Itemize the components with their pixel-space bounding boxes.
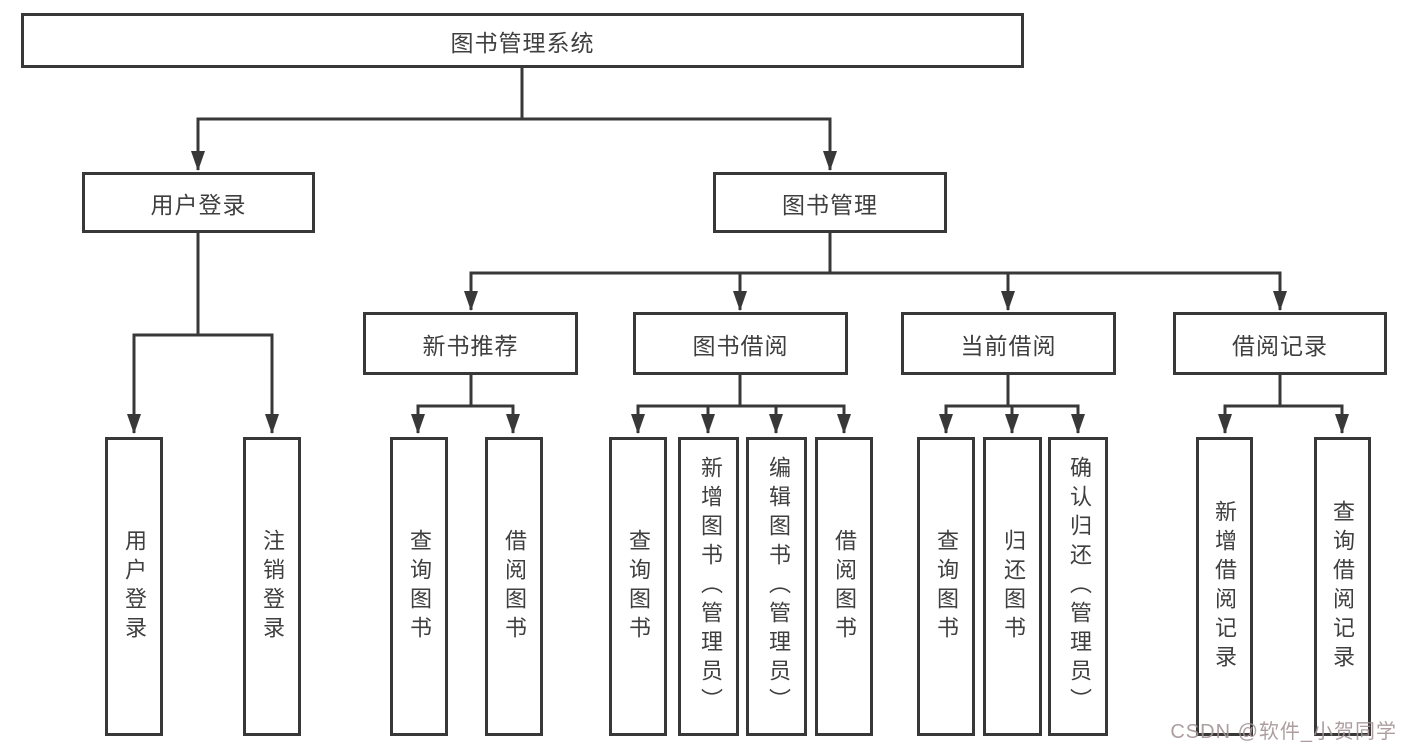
leaf-edit-books-admin: 编辑图书（管理员） <box>746 437 807 736</box>
node-borrowing-records: 借阅记录 <box>1173 312 1387 375</box>
leaf-query-books-current: 查询图书 <box>917 437 975 736</box>
leaf-query-books-borrow: 查询图书 <box>609 437 667 736</box>
node-root-library-system: 图书管理系统 <box>21 13 1024 68</box>
leaf-add-books-admin: 新增图书（管理员） <box>678 437 739 736</box>
leaf-confirm-return-admin: 确认归还（管理员） <box>1048 437 1108 736</box>
leaf-user-login: 用户登录 <box>105 437 163 736</box>
node-book-management: 图书管理 <box>713 172 947 233</box>
connector-bookborrow-add <box>701 375 742 434</box>
connector-borrowrecord-add <box>1218 375 1282 434</box>
leaf-logout: 注销登录 <box>243 437 301 736</box>
connector-bookborrow-borrow <box>738 375 851 434</box>
node-current-borrowing: 当前借阅 <box>901 312 1116 375</box>
connector-newbook-borrow <box>469 375 520 434</box>
node-new-book-recommend: 新书推荐 <box>363 312 578 375</box>
leaf-query-books-recommend: 查询图书 <box>390 437 448 736</box>
connector-userlogin-login <box>127 233 200 434</box>
connector-bookborrow-edit <box>738 375 783 434</box>
leaf-query-borrow-record: 查询借阅记录 <box>1314 437 1371 736</box>
connector-bookmgmt-bookborrow <box>733 233 832 311</box>
connector-root-book-management <box>520 68 837 171</box>
connector-currentborrow-confirm <box>1006 375 1085 434</box>
connector-userlogin-logout <box>196 233 279 434</box>
connector-root-user-login <box>191 68 524 171</box>
node-book-borrowing: 图书借阅 <box>633 312 848 375</box>
node-user-login: 用户登录 <box>82 172 315 233</box>
leaf-borrow-books-recommend: 借阅图书 <box>485 437 543 736</box>
connector-currentborrow-query <box>939 375 1010 434</box>
connector-bookmgmt-borrowrecord <box>828 233 1287 311</box>
connector-bookborrow-query <box>631 375 742 434</box>
connector-borrowrecord-query <box>1278 375 1349 434</box>
csdn-watermark: CSDN @软件_小贺同学 <box>1170 721 1397 743</box>
leaf-add-borrow-record: 新增借阅记录 <box>1196 437 1253 736</box>
connector-newbook-query <box>411 375 473 434</box>
leaf-return-books: 归还图书 <box>983 437 1042 736</box>
leaf-borrow-books: 借阅图书 <box>815 437 873 736</box>
